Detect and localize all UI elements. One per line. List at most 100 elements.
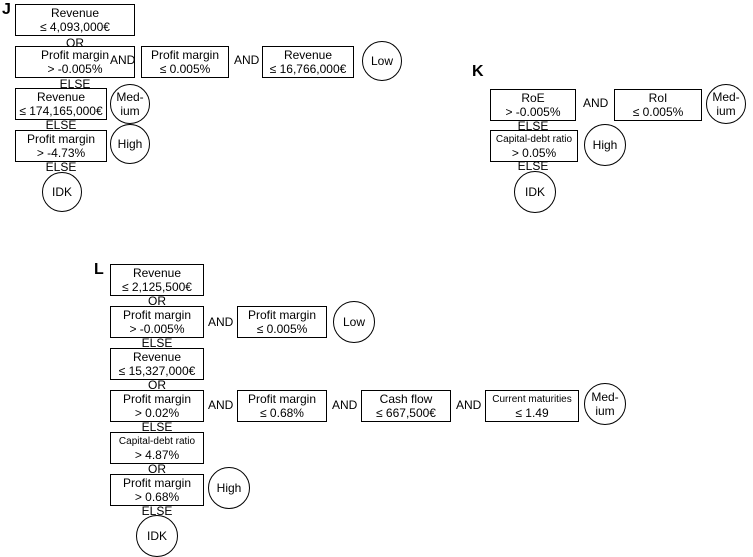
condition-name: Profit margin: [247, 392, 317, 406]
condition-box: Capital-debt ratio > 4.87%: [110, 432, 204, 464]
else-keyword: ELSE: [59, 77, 91, 91]
panel-label-k: K: [472, 63, 484, 80]
panel-label-l: L: [94, 261, 104, 278]
else-keyword: ELSE: [45, 118, 77, 132]
outcome-idk: IDK: [514, 171, 556, 213]
condition-threshold: ≤ 667,500€: [376, 406, 436, 420]
else-keyword: ELSE: [141, 336, 173, 350]
condition-box: Revenue ≤ 15,327,000€: [110, 348, 204, 380]
condition-name: Revenue: [283, 48, 333, 62]
condition-box: Revenue ≤ 174,165,000€: [15, 88, 107, 120]
condition-threshold: > -0.005%: [505, 105, 561, 119]
else-keyword: ELSE: [517, 119, 549, 133]
condition-threshold: > 0.05%: [511, 145, 557, 160]
outcome-idk: IDK: [136, 515, 178, 557]
condition-threshold: ≤ 0.005%: [632, 105, 684, 119]
outcome-label: High: [216, 481, 242, 495]
condition-box: Profit margin > 0.02%: [110, 390, 204, 422]
condition-name: Revenue: [132, 350, 182, 364]
condition-box: Profit margin > 0.68%: [110, 474, 204, 506]
condition-box: Revenue ≤ 2,125,500€: [110, 264, 204, 296]
condition-box: Cash flow ≤ 667,500€: [361, 390, 451, 422]
condition-box: RoI ≤ 0.005%: [614, 89, 702, 121]
condition-name: Profit margin: [247, 308, 317, 322]
outcome-label: ium: [595, 404, 615, 418]
condition-box: Profit margin > -0.005%: [110, 306, 204, 338]
condition-threshold: ≤ 2,125,500€: [122, 280, 192, 294]
condition-box: Profit margin ≤ 0.005%: [141, 46, 229, 78]
condition-threshold: > 0.68%: [134, 490, 180, 504]
or-keyword: OR: [148, 294, 166, 308]
condition-threshold: > -4.73%: [36, 146, 86, 160]
condition-name: Revenue: [50, 6, 100, 20]
outcome-label: IDK: [524, 185, 545, 199]
condition-threshold: ≤ 1.49: [515, 405, 549, 420]
outcome-label: Low: [342, 315, 365, 329]
condition-threshold: ≤ 174,165,000€: [19, 104, 103, 118]
condition-name: Revenue: [36, 90, 86, 104]
condition-name: RoI: [648, 91, 668, 105]
condition-name: RoE: [521, 91, 545, 105]
condition-name: Profit margin: [122, 392, 192, 406]
condition-box: Profit margin ≤ 0.005%: [237, 306, 327, 338]
condition-threshold: ≤ 16,766,000€: [269, 62, 347, 76]
outcome-medium: Med- ium: [110, 84, 150, 124]
outcome-label: ium: [716, 104, 736, 118]
outcome-medium: Med- ium: [706, 84, 746, 124]
condition-threshold: ≤ 15,327,000€: [118, 364, 196, 378]
condition-threshold: ≤ 0.68%: [260, 406, 304, 420]
else-keyword: ELSE: [141, 420, 173, 434]
else-keyword: ELSE: [141, 504, 173, 518]
or-keyword: OR: [148, 378, 166, 392]
outcome-label: Low: [370, 54, 393, 68]
and-keyword: AND: [234, 53, 260, 67]
and-keyword: AND: [332, 398, 358, 412]
condition-box: Capital-debt ratio > 0.05%: [490, 130, 578, 162]
condition-box: Profit margin ≤ 0.68%: [237, 390, 327, 422]
condition-box: RoE > -0.005%: [490, 89, 576, 121]
condition-name: Profit margin: [122, 308, 192, 322]
or-keyword: OR: [148, 462, 166, 476]
condition-threshold: ≤ 4,093,000€: [40, 20, 110, 34]
outcome-label: IDK: [146, 529, 167, 543]
condition-name: Current maturities: [492, 393, 572, 405]
condition-threshold: ≤ 0.005%: [256, 322, 308, 336]
and-keyword: AND: [583, 96, 609, 110]
condition-threshold: > -0.005%: [129, 322, 185, 336]
condition-name: Profit margin: [150, 48, 220, 62]
outcome-low: Low: [362, 41, 402, 81]
condition-threshold: > 0.02%: [134, 406, 180, 420]
condition-name: Profit margin: [40, 48, 110, 62]
else-keyword: ELSE: [45, 160, 77, 174]
outcome-label: ium: [120, 104, 140, 118]
outcome-label: High: [592, 138, 618, 152]
condition-threshold: > -0.005%: [47, 62, 103, 76]
outcome-high: High: [110, 124, 150, 164]
else-keyword: ELSE: [517, 159, 549, 173]
outcome-label: Med-: [591, 390, 619, 404]
condition-threshold: > 4.87%: [134, 447, 180, 462]
condition-box: Profit margin > -4.73%: [15, 130, 107, 162]
outcome-low: Low: [333, 301, 375, 343]
outcome-label: High: [117, 137, 143, 151]
and-keyword: AND: [456, 398, 482, 412]
outcome-high: High: [584, 124, 626, 166]
condition-name: Cash flow: [379, 392, 433, 406]
outcome-label: IDK: [51, 185, 72, 199]
condition-name: Profit margin: [122, 476, 192, 490]
outcome-high: High: [208, 467, 250, 509]
panel-label-j: J: [2, 1, 11, 18]
condition-box: Current maturities ≤ 1.49: [485, 390, 579, 422]
outcome-label: Med-: [116, 90, 144, 104]
and-keyword: AND: [208, 398, 234, 412]
outcome-label: Med-: [712, 90, 740, 104]
condition-box: Revenue ≤ 16,766,000€: [262, 46, 354, 78]
condition-name: Capital-debt ratio: [495, 133, 573, 145]
and-keyword: AND: [208, 315, 234, 329]
outcome-idk: IDK: [42, 172, 82, 212]
condition-box: Revenue ≤ 4,093,000€: [15, 4, 135, 36]
condition-name: Revenue: [132, 266, 182, 280]
condition-name: Capital-debt ratio: [118, 435, 196, 447]
and-keyword: AND: [110, 53, 136, 67]
condition-threshold: ≤ 0.005%: [159, 62, 211, 76]
